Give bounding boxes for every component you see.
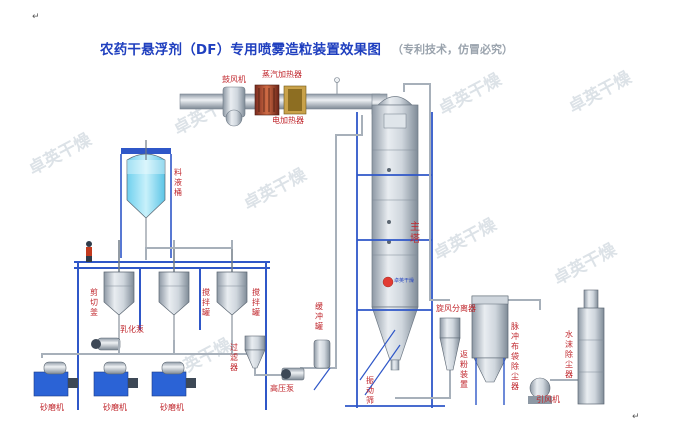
stir-tank-1 [158, 240, 190, 340]
page-subtitle: （专利技术，仿冒必究） [392, 43, 513, 56]
buffer-tank [313, 339, 331, 391]
steam-heater [254, 84, 280, 116]
blower [222, 86, 246, 127]
high-pressure-pump [281, 367, 305, 381]
label-cyclone: 旋风分离器 [436, 304, 476, 313]
label-emulsion-pump: 乳化泵 [120, 325, 144, 334]
label-stir-tank-1: 搅拌罐 [202, 288, 210, 317]
sand-mill-1 [33, 361, 78, 397]
paragraph-mark: ↵ [32, 12, 40, 22]
label-blower: 鼓风机 [222, 75, 246, 84]
label-water-scrubber: 水沫除尘器 [565, 330, 573, 379]
label-vibrating-screen: 振动筛 [366, 376, 374, 405]
tower-badge: 卓英干燥 [394, 278, 415, 284]
label-main-tower: 主塔 [410, 222, 420, 245]
induced-fan [528, 377, 552, 404]
stir-tank-2 [216, 240, 248, 340]
paragraph-mark: ↵ [632, 412, 640, 422]
cyclone [439, 317, 461, 371]
pulse-bag-filter [471, 295, 509, 405]
page-title: 农药干悬浮剂（DF）专用喷雾造粒装置效果图 [100, 42, 382, 58]
label-high-pressure-pump: 高压泵 [270, 384, 294, 393]
label-powder-return: 返粉装置 [460, 350, 468, 389]
label-steam-heater: 蒸汽加热器 [262, 70, 302, 79]
label-sand-mill-1: 砂磨机 [40, 403, 64, 412]
main-tower [371, 96, 419, 371]
filter [244, 335, 266, 369]
feed-tank [120, 140, 172, 260]
label-buffer-tank: 缓冲罐 [315, 302, 323, 331]
hot-air-duct [179, 93, 388, 115]
tower-frame [345, 112, 445, 408]
label-sand-mill-2: 砂磨机 [103, 403, 127, 412]
electric-heater [283, 85, 307, 115]
label-sand-mill-3: 砂磨机 [160, 403, 184, 412]
label-pulse-filter: 脉冲布袋除尘器 [511, 322, 519, 391]
label-filter: 过滤器 [230, 343, 238, 372]
operator-figure [86, 241, 92, 262]
emulsion-pump [91, 337, 121, 351]
label-shear-tank: 剪切釜 [90, 288, 98, 317]
shear-tank [103, 240, 135, 340]
label-stir-tank-2: 搅拌罐 [252, 288, 260, 317]
sand-mill-2 [93, 361, 138, 397]
label-electric-heater: 电加热器 [272, 116, 304, 125]
water-scrubber [577, 289, 605, 405]
sand-mill-3 [151, 361, 196, 397]
label-induced-fan: 引风机 [536, 395, 560, 404]
label-feed-tank: 料液桶 [174, 168, 182, 197]
